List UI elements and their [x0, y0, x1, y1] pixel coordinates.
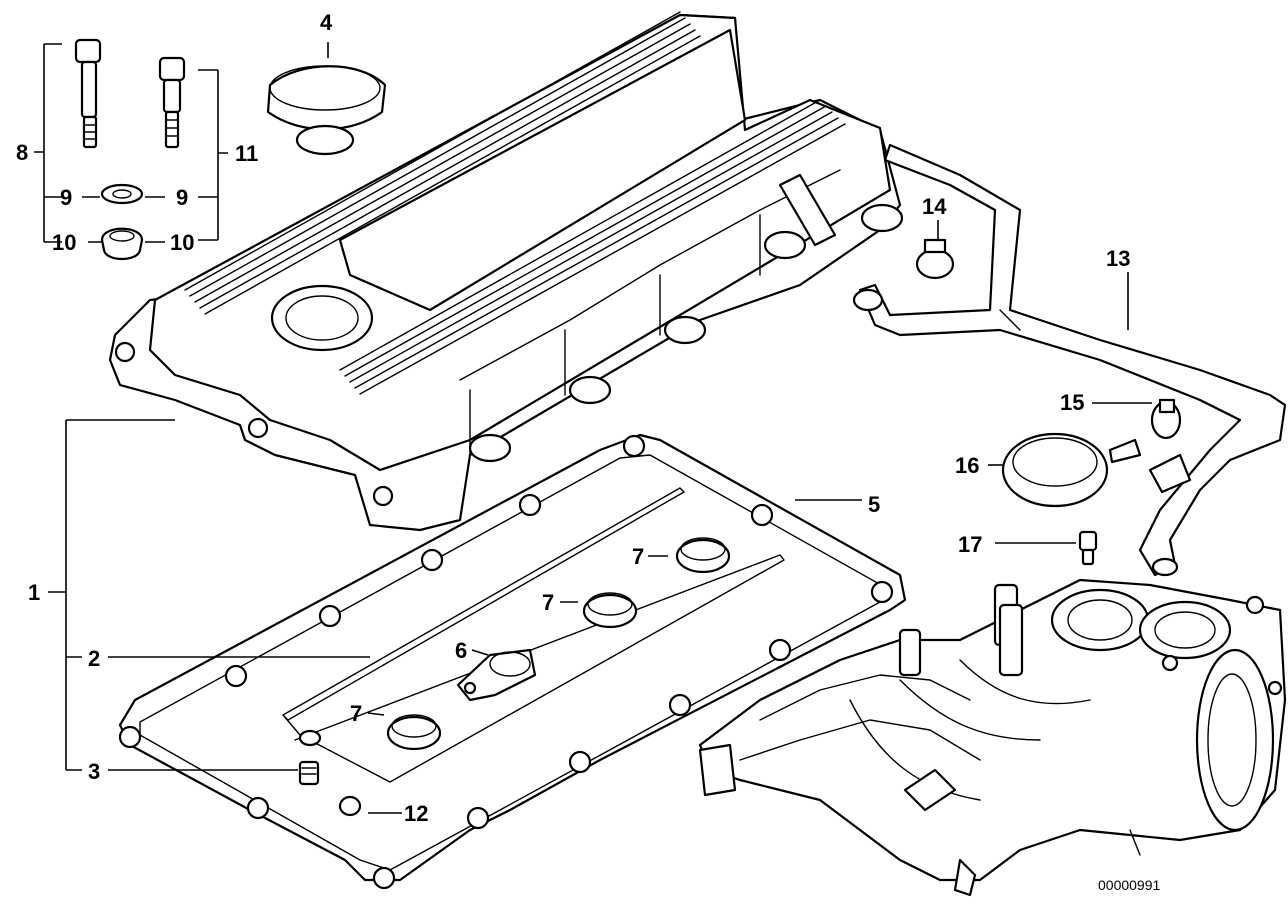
label-2: 2 [88, 646, 100, 671]
label-12: 12 [404, 801, 428, 826]
spark-plug-seals [386, 537, 731, 751]
label-14: 14 [922, 194, 947, 219]
label-9-left: 9 [60, 185, 72, 210]
valve-cover [108, 11, 904, 532]
label-1: 1 [28, 580, 40, 605]
callout-labels: 4 8 11 9 9 10 10 14 13 15 16 5 17 7 1 7 … [16, 10, 1161, 893]
intake-manifold [698, 578, 1287, 897]
label-10-left: 10 [52, 230, 76, 255]
breather-hose [852, 143, 1287, 577]
label-3: 3 [88, 759, 100, 784]
label-5: 5 [868, 492, 880, 517]
label-11: 11 [235, 141, 258, 166]
label-8: 8 [16, 140, 28, 165]
label-10-right: 10 [170, 230, 194, 255]
label-7-bottom: 7 [350, 701, 362, 726]
label-15: 15 [1060, 390, 1084, 415]
diagram-code: 00000991 [1098, 877, 1161, 893]
label-7-top: 7 [632, 544, 644, 569]
label-9-right: 9 [176, 185, 188, 210]
label-16: 16 [955, 453, 979, 478]
label-7-middle: 7 [542, 590, 554, 615]
label-13: 13 [1106, 246, 1130, 271]
small-parts [74, 38, 1182, 817]
label-4: 4 [320, 10, 333, 35]
label-6: 6 [455, 638, 467, 663]
leader-lines [34, 42, 1152, 814]
label-17: 17 [958, 532, 982, 557]
